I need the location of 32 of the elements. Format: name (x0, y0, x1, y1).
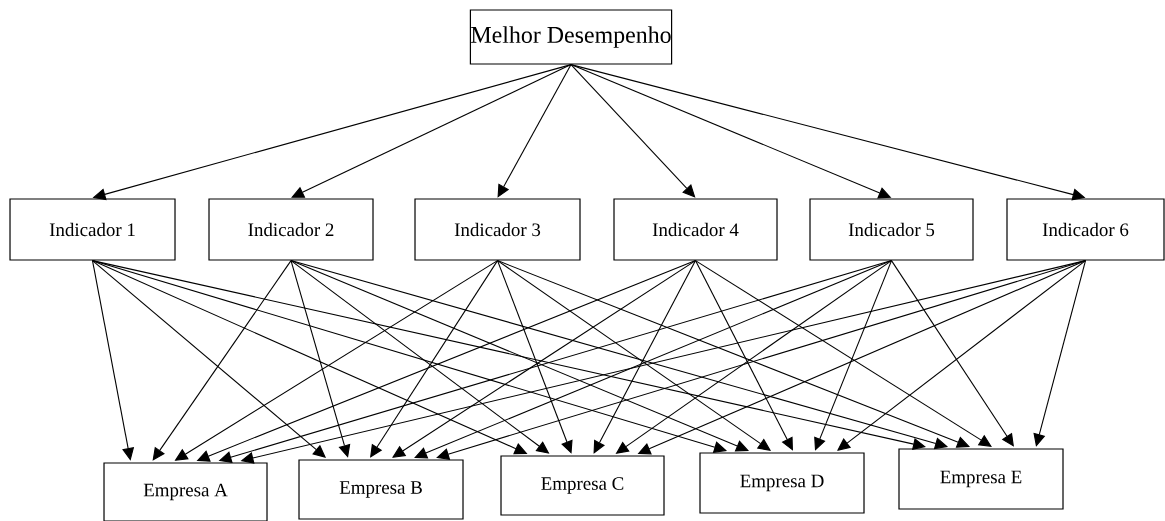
label-box: Empresa C (500, 455, 665, 516)
arrow (291, 64, 572, 198)
label-box: Empresa A (103, 462, 268, 521)
label-box: Empresa B (298, 459, 464, 520)
arrow (290, 260, 948, 450)
label-box: Indicador 1 (9, 198, 176, 261)
arrow (694, 260, 793, 451)
label-box: Indicador 2 (208, 198, 374, 261)
label-box: Empresa E (898, 448, 1064, 510)
label-box: Indicador 6 (1006, 198, 1165, 261)
arrow (1033, 260, 1087, 447)
arrow (91, 260, 135, 461)
arrow (370, 260, 499, 458)
arrow (91, 260, 326, 458)
label-box: Empresa D (699, 452, 865, 514)
arrow (290, 260, 351, 458)
arrow (496, 260, 771, 451)
arrow (570, 64, 696, 198)
arrow (496, 260, 573, 454)
label-box: Indicador 5 (809, 198, 974, 261)
arrow (497, 64, 572, 198)
arrow (814, 260, 893, 451)
arrow (152, 260, 292, 461)
arrow (593, 260, 697, 454)
title-box: Melhor Desempenho (469, 9, 673, 65)
arrow (392, 260, 697, 458)
arrow (496, 260, 970, 448)
label-box: Indicador 3 (414, 198, 581, 261)
label-box: Indicador 4 (613, 198, 778, 261)
arrow (837, 260, 1087, 451)
arrow (890, 260, 1014, 447)
arrow (694, 260, 992, 447)
